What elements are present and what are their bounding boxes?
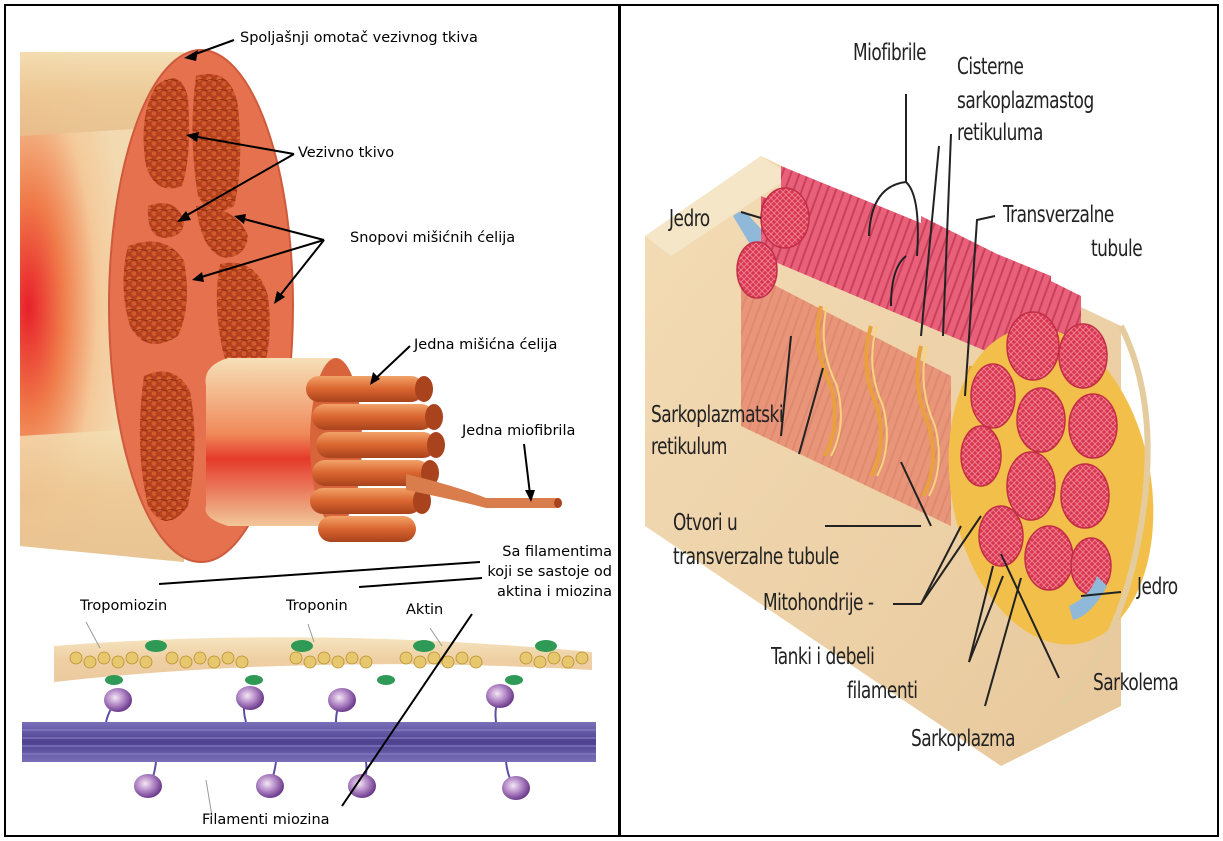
label-cisterns-line3: retikuluma [957,120,1043,146]
label-t-tubules-line2: tubule [1091,236,1142,262]
bundle-5 [123,241,186,344]
label-openings-line1: Otvori u [673,510,737,536]
label-sarcolemma: Sarkolema [1093,670,1178,696]
label-cisterns-line1: Cisterne [957,54,1023,80]
label-single-muscle-cell: Jedna mišićna ćelija [414,337,557,354]
label-sr-line1: Sarkoplazmatski [651,402,783,428]
label-filaments-line1-r: Tanki i debeli [771,644,874,670]
label-filaments-line1: Sa filamentima [462,544,612,561]
label-connective-tissue: Vezivno tkivo [298,145,394,162]
label-nucleus-top: Jedro [669,206,710,232]
muscle-fiber-diagram: Miofibrile Cisterne sarkoplazmastog reti… [621,6,1217,835]
label-filaments-line2: koji se sastoje od [446,564,612,581]
label-filaments-line2-r: filamenti [847,678,917,704]
label-t-tubules-line1: Transverzalne [1003,202,1114,228]
label-sarcoplasm: Sarkoplazma [911,726,1015,752]
bundle-7 [140,371,195,521]
label-cisterns-line2: sarkoplazmastog [957,88,1094,114]
label-openings-line2: transverzalne tubule [673,544,839,570]
label-mitochondria: Mitohondrije - [763,590,874,616]
label-myosin-filaments: Filamenti miozina [202,812,330,829]
label-nucleus-bottom: Jedro [1137,574,1178,600]
label-single-myofibril: Jedna miofibrila [462,423,575,440]
label-filaments-line3: aktina i miozina [446,584,612,601]
label-troponin: Troponin [286,598,348,615]
label-tropomyosin: Tropomiozin [80,598,167,615]
label-outer-sheath: Spoljašnji omotač vezivnog tkiva [240,30,478,47]
label-actin: Aktin [406,602,443,619]
label-muscle-bundles: Snopovi mišićnih ćelija [350,230,515,247]
muscle-structure-diagram: Spoljašnji omotač vezivnog tkiva Vezivno… [6,6,618,835]
muscle-illustration [6,6,618,835]
thick-filament-myosin [22,684,596,800]
thin-filament-actin [54,637,592,685]
label-sr-line2: retikulum [651,434,727,460]
label-myofibrils: Miofibrile [853,40,926,66]
